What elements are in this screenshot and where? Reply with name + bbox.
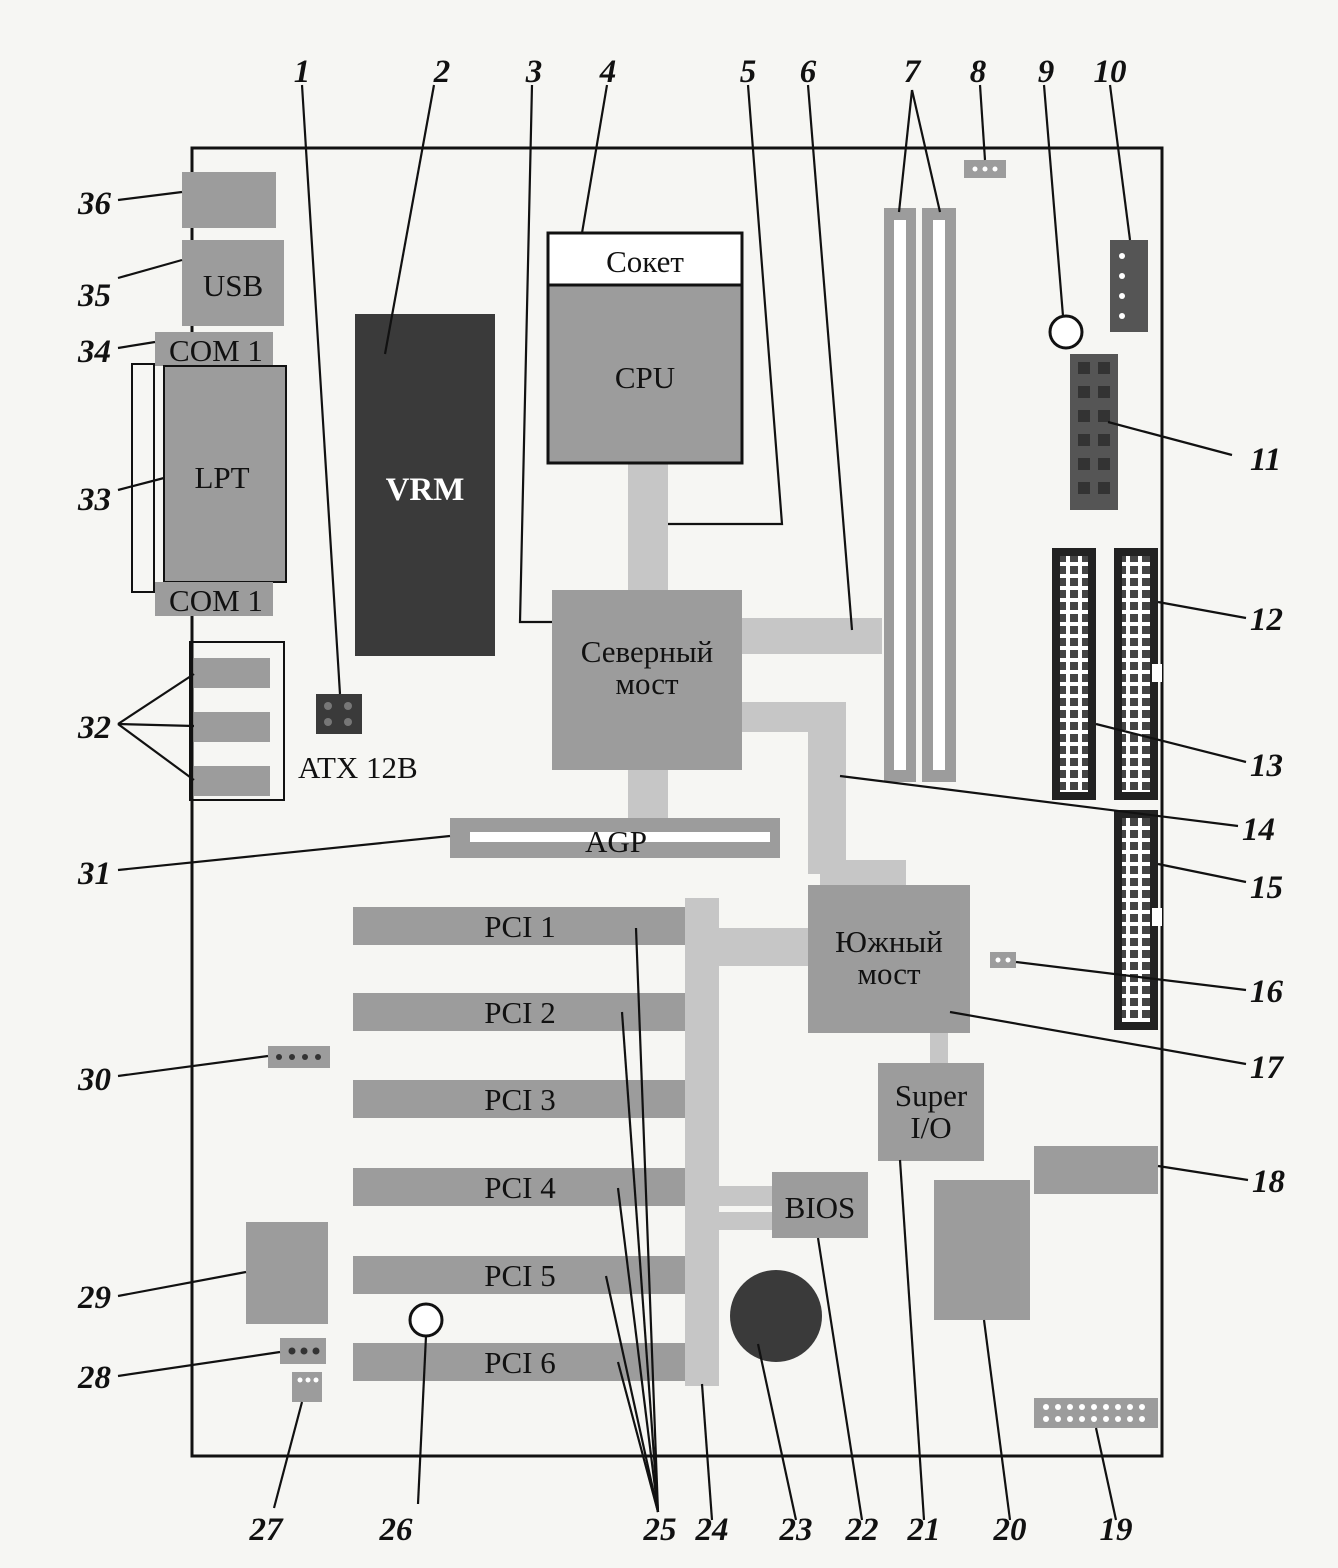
- callout-26: 26: [379, 1512, 414, 1548]
- callout-2: 2: [433, 54, 451, 90]
- north-bridge-label-1: Северный: [581, 634, 714, 669]
- callout-7: 7: [904, 54, 922, 90]
- callout-19: 19: [1100, 1512, 1133, 1548]
- callout-29: 29: [77, 1280, 111, 1316]
- mounting-hole-9: [1048, 314, 1084, 350]
- callout-22: 22: [845, 1512, 879, 1548]
- pci-slot-6: [353, 1343, 685, 1381]
- buses: [628, 462, 948, 1386]
- callout-10: 10: [1094, 54, 1127, 90]
- bios-label: BIOS: [785, 1190, 856, 1225]
- callout-36: 36: [77, 186, 112, 222]
- pci-slot-4: [353, 1168, 685, 1206]
- chip-20: [934, 1180, 1030, 1320]
- callout-31: 31: [77, 856, 111, 892]
- com1-top-label: COM 1: [169, 333, 263, 368]
- pci-slot-2: [353, 993, 685, 1031]
- socket-label: Сокет: [606, 244, 684, 279]
- com1-bottom-label: COM 1: [169, 583, 263, 618]
- socket: [546, 231, 744, 287]
- bios-chip: [772, 1172, 868, 1238]
- callout-30: 30: [77, 1062, 111, 1098]
- super-io-label-1: Super: [895, 1078, 968, 1113]
- callout-18: 18: [1252, 1164, 1285, 1200]
- leader-lines: [117, 84, 1249, 1521]
- north-bridge-label-2: мост: [615, 666, 679, 701]
- pci-slot-1: [353, 907, 685, 945]
- usb-label: USB: [203, 268, 263, 303]
- pci-6-label: PCI 6: [484, 1345, 556, 1380]
- south-bridge-label-1: Южный: [835, 924, 943, 959]
- atx-power-connector-11: [1070, 354, 1118, 510]
- super-io-label-2: I/O: [910, 1110, 951, 1145]
- agp-label: AGP: [585, 824, 647, 859]
- south-bridge-label-2: мост: [857, 956, 921, 991]
- callouts: 1 2 3 4 5 6 7 8 9 10 11 12 13 14 15 16 1…: [77, 54, 1285, 1548]
- chip-29: [246, 1222, 328, 1324]
- callout-1: 1: [294, 54, 311, 90]
- mounting-hole-26: [408, 1302, 444, 1338]
- connector-27: [292, 1372, 322, 1402]
- connector-19: [1034, 1398, 1158, 1428]
- connector-16: [990, 952, 1016, 968]
- cpu: [546, 283, 744, 465]
- callout-8: 8: [970, 54, 987, 90]
- vrm: [355, 314, 495, 656]
- callout-9: 9: [1038, 54, 1055, 90]
- callout-28: 28: [77, 1360, 111, 1396]
- lpt-label: LPT: [194, 460, 249, 495]
- callout-34: 34: [77, 334, 111, 370]
- vrm-label: VRM: [386, 472, 465, 508]
- board-outline: [190, 146, 1164, 1458]
- callout-21: 21: [907, 1512, 941, 1548]
- callout-3: 3: [525, 54, 543, 90]
- callout-32: 32: [77, 710, 111, 746]
- south-bridge: [808, 885, 970, 1033]
- pci-5-label: PCI 5: [484, 1258, 556, 1293]
- com1-bottom: [155, 582, 273, 616]
- callout-13: 13: [1250, 748, 1283, 784]
- callout-23: 23: [779, 1512, 813, 1548]
- callout-5: 5: [740, 54, 757, 90]
- power-connector-10: [1110, 240, 1148, 332]
- back-panel-36: [182, 172, 276, 228]
- pci-4-label: PCI 4: [484, 1170, 556, 1205]
- callout-12: 12: [1250, 602, 1283, 638]
- north-bridge: [552, 590, 742, 770]
- callout-11: 11: [1250, 442, 1281, 478]
- lpt-port: [163, 365, 287, 583]
- pci-1-label: PCI 1: [484, 909, 556, 944]
- callout-33: 33: [77, 482, 111, 518]
- cpu-label: CPU: [615, 360, 675, 395]
- usb-port: [182, 240, 284, 326]
- callout-17: 17: [1250, 1050, 1285, 1086]
- callout-16: 16: [1250, 974, 1284, 1010]
- pci-2-label: PCI 2: [484, 995, 556, 1030]
- callout-20: 20: [993, 1512, 1027, 1548]
- callout-35: 35: [77, 278, 111, 314]
- connector-18: [1034, 1146, 1158, 1194]
- pci-3-label: PCI 3: [484, 1082, 556, 1117]
- atx12v-label: ATX 12В: [298, 750, 418, 785]
- callout-24: 24: [695, 1512, 729, 1548]
- callout-15: 15: [1250, 870, 1283, 906]
- callout-6: 6: [800, 54, 817, 90]
- callout-14: 14: [1242, 812, 1275, 848]
- pci-slots: [353, 907, 685, 1381]
- atx12v-connector: [316, 694, 362, 734]
- connector-30: [268, 1046, 330, 1068]
- super-io: [878, 1063, 984, 1161]
- callout-25: 25: [643, 1512, 677, 1548]
- connector-group-32: [189, 641, 285, 801]
- battery: [730, 1270, 822, 1362]
- callout-4: 4: [599, 54, 617, 90]
- callout-27: 27: [249, 1512, 285, 1548]
- com1-top: [155, 332, 273, 366]
